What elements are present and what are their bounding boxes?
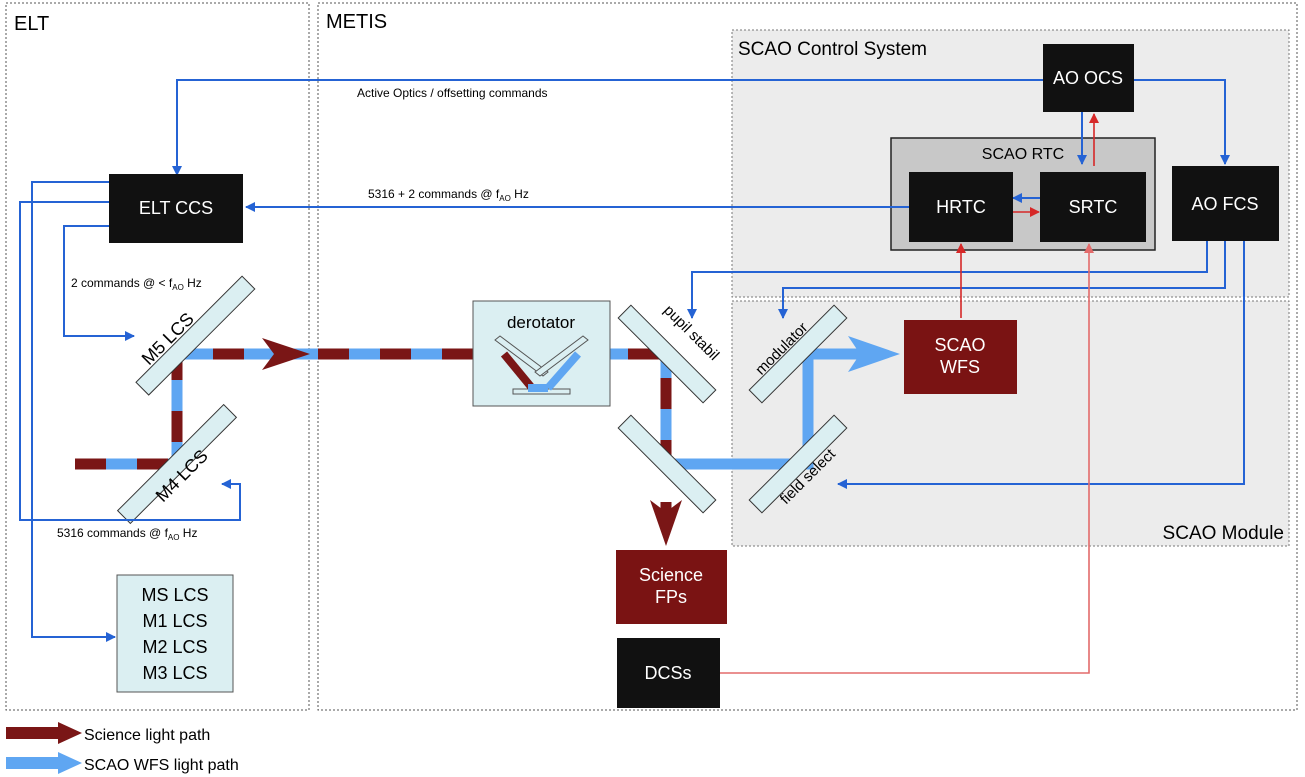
command-label-2: 2 commands @ < fAO Hz: [71, 276, 202, 292]
dcss-label: DCSs: [644, 663, 691, 683]
scao-module-label: SCAO Module: [1163, 523, 1284, 544]
active-optics-label: Active Optics / offsetting commands: [357, 86, 548, 100]
lcs-list-item: M3 LCS: [142, 663, 207, 683]
ao-fcs-box: [1172, 166, 1279, 241]
scao-wfs-box: [904, 320, 1017, 394]
ccs-to-m5-line: [63, 225, 135, 341]
science-fps-label-line2: FPs: [655, 587, 687, 607]
hrtc-box: [909, 172, 1013, 242]
blue-control-lines: [19, 79, 1245, 642]
m4-lcs-mirror: [116, 403, 238, 525]
scao-wfs-label-line1: SCAO: [934, 335, 985, 355]
modulator-mirror: [748, 304, 848, 404]
ao-fcs-label: AO FCS: [1191, 194, 1258, 214]
science-arrowhead-fps: [650, 500, 682, 546]
field-select-mirror: [748, 414, 848, 514]
command-label-5316-plus-2: 5316 + 2 commands @ fAO Hz: [368, 187, 529, 203]
srtc-label: SRTC: [1069, 197, 1118, 217]
ao-ocs-label: AO OCS: [1053, 68, 1123, 88]
ao-ocs-box: [1043, 44, 1134, 112]
scao-rtc-label: SCAO RTC: [982, 146, 1064, 163]
derotator-label: derotator: [507, 313, 575, 332]
scao-wfs-label-line2: WFS: [940, 357, 980, 377]
lcs-list-item: MS LCS: [141, 585, 208, 605]
srtc-box: [1040, 172, 1146, 242]
legend-wfs-label: SCAO WFS light path: [84, 757, 239, 774]
active-optics-line: [172, 79, 1043, 176]
ccs-to-lcs-line: [31, 181, 116, 642]
legend-wfs-arrow: [6, 752, 82, 774]
fcs-to-modulator-line: [778, 241, 1226, 319]
elt-ccs-box: [109, 174, 243, 243]
wfs-arrowhead: [848, 336, 900, 372]
dcss-box: [617, 638, 720, 708]
hrtc-label: HRTC: [936, 197, 986, 217]
ccs-to-m4-line: [19, 201, 241, 521]
elt-ccs-label: ELT CCS: [139, 198, 213, 218]
fcs-to-pupil-line: [687, 241, 1208, 319]
dcss-to-srtc-line: [720, 243, 1094, 674]
elt-region-label: ELT: [14, 13, 49, 35]
command-label-5316: 5316 commands @ fAO Hz: [57, 526, 197, 542]
science-fps-label-line1: Science: [639, 565, 703, 585]
metis-region: [317, 2, 1298, 711]
derotator-inner-path: [500, 351, 581, 392]
metis-region-label: METIS: [326, 11, 387, 33]
legend-science-arrow: [6, 722, 82, 744]
ocs-to-fcs-line: [1134, 79, 1230, 165]
lcs-list-box: [116, 574, 234, 693]
scao-control-system-label: SCAO Control System: [738, 39, 927, 60]
lcs-list-item: M1 LCS: [142, 611, 207, 631]
fcs-to-field-line: [837, 241, 1245, 489]
lcs-list-item: M2 LCS: [142, 637, 207, 657]
beamsplitter-mirror: [617, 414, 717, 514]
legend-science-label: Science light path: [84, 727, 210, 744]
pupil-stabil-mirror: [617, 304, 717, 404]
science-arrowhead-m5: [262, 338, 310, 370]
science-fps-box: [616, 550, 727, 624]
m5-lcs-mirror: [135, 275, 256, 396]
